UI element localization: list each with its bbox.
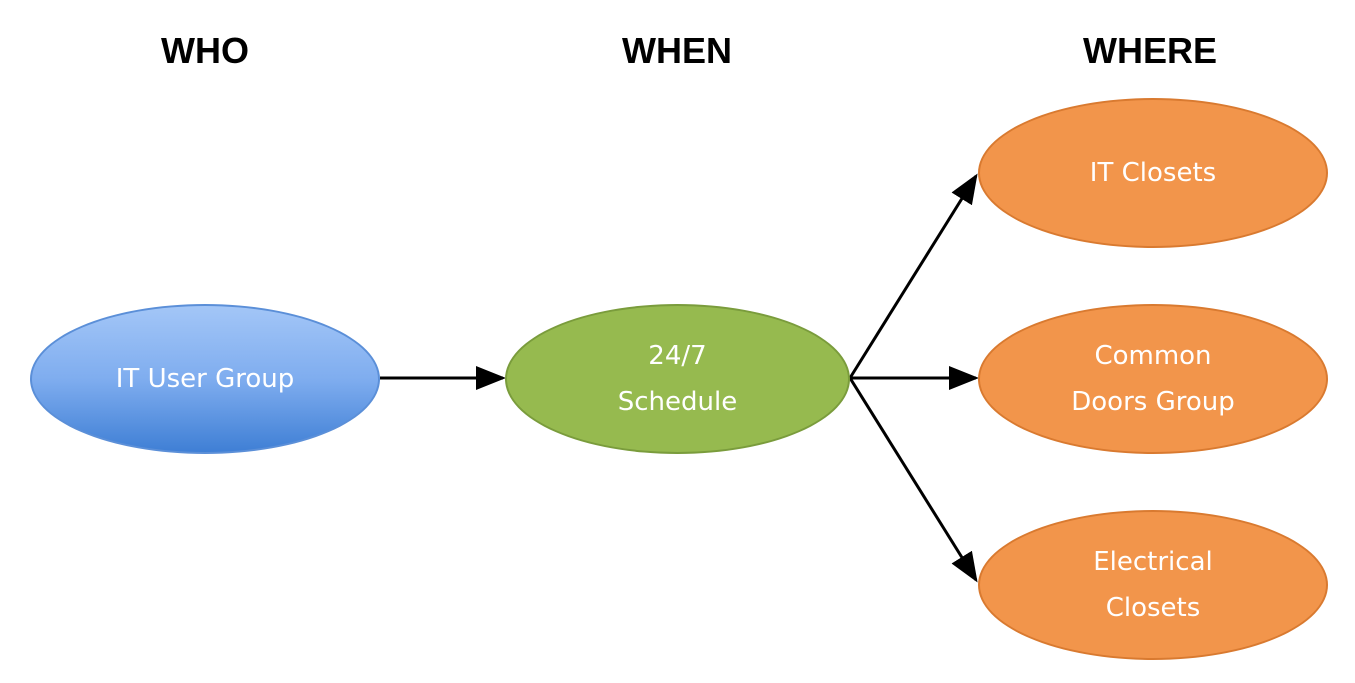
node-common-doors-group: Common Doors Group — [978, 304, 1328, 454]
node-it-closets-label: IT Closets — [1089, 158, 1217, 188]
node-common-doors-line2: Doors Group — [1071, 387, 1235, 417]
node-schedule-line1: 24/7 — [648, 341, 707, 371]
node-electrical-line2: Closets — [1105, 593, 1201, 623]
node-schedule: 24/7 Schedule — [505, 304, 850, 454]
node-it-closets: IT Closets — [978, 98, 1328, 248]
node-it-user-group-label: IT User Group — [115, 364, 295, 394]
node-electrical-line1: Electrical — [1093, 547, 1213, 577]
node-common-doors-line1: Common — [1094, 341, 1212, 371]
arrow-when-to-it-closets — [848, 173, 978, 379]
node-it-user-group: IT User Group — [30, 304, 380, 454]
node-electrical-closets: Electrical Closets — [978, 510, 1328, 660]
where-heading: WHERE — [1083, 30, 1217, 71]
arrow-when-to-electrical-closets — [848, 377, 978, 583]
who-heading: WHO — [161, 30, 249, 71]
node-schedule-line2: Schedule — [617, 387, 738, 417]
when-heading: WHEN — [622, 30, 732, 71]
